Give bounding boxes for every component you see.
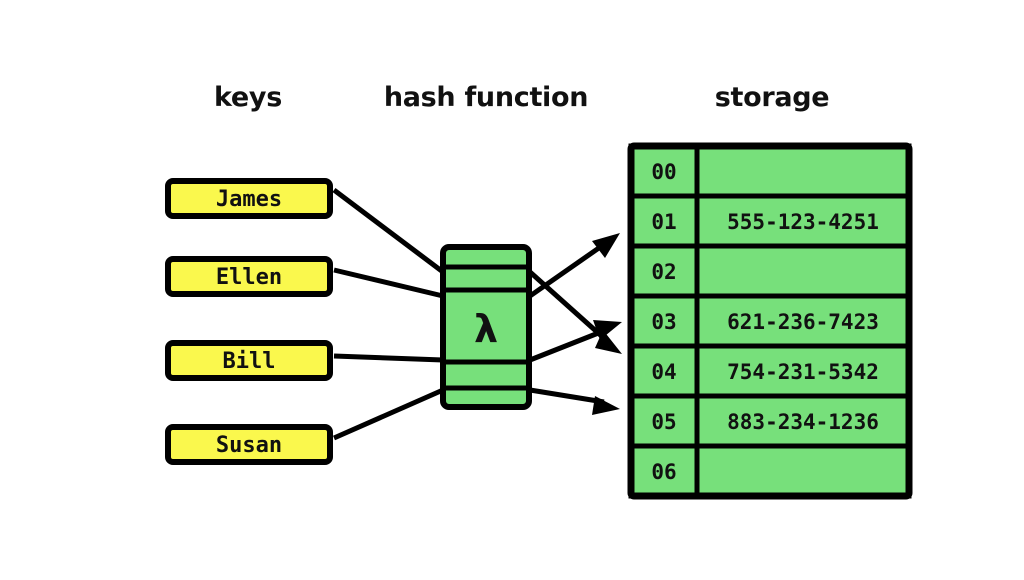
table-row[interactable]: 02 <box>628 243 912 299</box>
key-box-susan-label: Susan <box>216 433 282 458</box>
storage-table-border <box>627 142 913 500</box>
connector-susan <box>332 387 445 441</box>
storage-index-label: 01 <box>651 210 676 234</box>
title-storage: storage <box>715 82 830 113</box>
table-row[interactable]: 04 754-231-5342 <box>628 343 912 399</box>
storage-index-cell-03 <box>628 293 700 349</box>
key-box-bill[interactable]: Bill <box>165 340 333 381</box>
key-box-ellen[interactable]: Ellen <box>165 256 333 297</box>
storage-value-label: 555-123-4251 <box>727 210 879 234</box>
arrow-to-row-04 <box>528 270 622 354</box>
key-to-hash-connectors <box>332 188 445 441</box>
storage-value-label: 883-234-1236 <box>727 410 879 434</box>
keys-group: James Ellen Bill Susan <box>165 178 333 465</box>
connector-bill <box>333 353 444 363</box>
hash-to-storage-arrows <box>528 233 622 415</box>
connector-ellen <box>333 267 444 299</box>
table-row[interactable]: 01 555-123-4251 <box>628 193 912 249</box>
storage-value-label: 621-236-7423 <box>727 310 879 334</box>
storage-index-label: 02 <box>651 260 676 284</box>
key-box-susan[interactable]: Susan <box>165 424 333 465</box>
key-box-susan-rect[interactable] <box>165 424 333 465</box>
hash-function-box[interactable]: λ <box>440 244 532 410</box>
storage-index-label: 04 <box>651 360 676 384</box>
storage-index-label: 06 <box>651 460 676 484</box>
key-box-james-rect[interactable] <box>165 178 333 219</box>
storage-index-label: 03 <box>651 310 676 334</box>
table-row[interactable]: 05 883-234-1236 <box>628 393 912 449</box>
key-box-bill-label: Bill <box>223 349 276 374</box>
lambda-icon: λ <box>474 307 498 351</box>
storage-value-label: 754-231-5342 <box>727 360 879 384</box>
storage-index-label: 00 <box>651 160 676 184</box>
hash-function-rect[interactable] <box>440 244 532 410</box>
arrow-to-row-05 <box>529 387 620 415</box>
storage-value-cell-03[interactable] <box>694 293 912 349</box>
storage-index-cell-04 <box>628 343 700 399</box>
key-box-james[interactable]: James <box>165 178 333 219</box>
storage-value-cell-02[interactable] <box>694 243 912 299</box>
table-row[interactable]: 03 621-236-7423 <box>628 293 912 349</box>
connector-james <box>332 188 445 274</box>
key-box-james-label: James <box>216 187 282 212</box>
storage-value-cell-00[interactable] <box>694 143 912 199</box>
storage-value-cell-06[interactable] <box>694 443 912 499</box>
title-keys: keys <box>214 82 282 113</box>
table-row[interactable]: 06 <box>628 443 912 499</box>
arrow-to-row-01 <box>528 233 620 299</box>
key-box-ellen-rect[interactable] <box>165 256 333 297</box>
storage-index-label: 05 <box>651 410 676 434</box>
key-box-bill-rect[interactable] <box>165 340 333 381</box>
title-hash-function: hash function <box>384 82 588 113</box>
key-box-ellen-label: Ellen <box>216 265 282 290</box>
storage-table: 00 01 555-123-4251 02 03 <box>627 142 913 500</box>
table-row[interactable]: 00 <box>628 143 912 199</box>
